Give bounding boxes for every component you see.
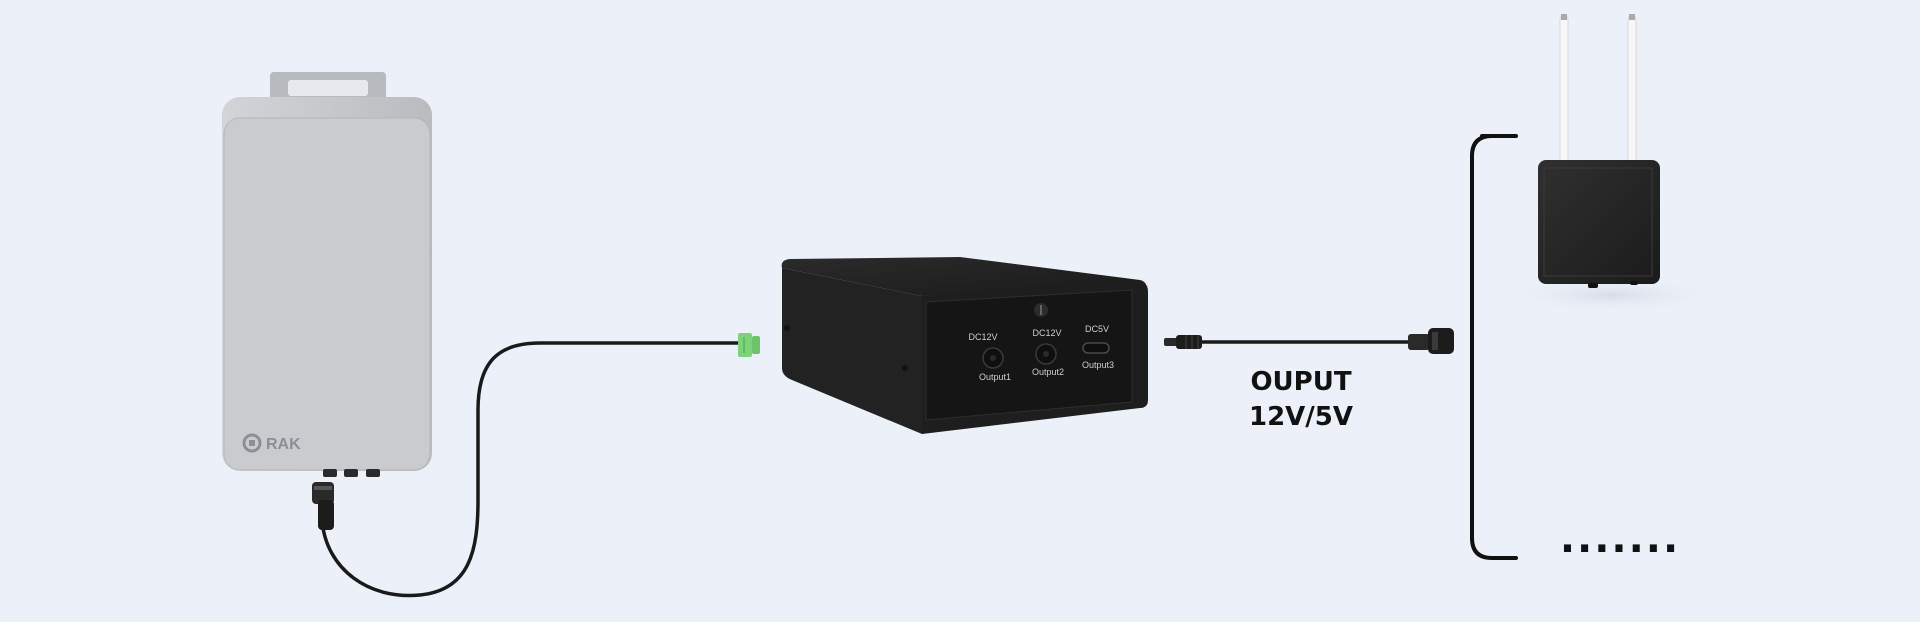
box-front-panel <box>925 289 1133 421</box>
target-device <box>1494 14 1730 315</box>
more-devices-ellipsis: ······· <box>1560 526 1680 572</box>
gateway-brand-label: RAK <box>266 436 301 453</box>
power-distribution-box: DC12V Output1 DC12V Output2 DC5V Output3 <box>781 257 1148 434</box>
output-label-line2: 12V/5V <box>1249 402 1353 432</box>
box-screw-front <box>902 365 908 371</box>
gateway-port-3 <box>366 469 380 477</box>
output-label-line1: OUPUT <box>1250 367 1351 397</box>
device-enclosure <box>1538 160 1660 284</box>
device-port-2 <box>1630 281 1638 285</box>
gateway-cable-connector <box>312 482 334 530</box>
antenna-right-tip <box>1629 14 1635 20</box>
port1-dc-jack-pin <box>990 355 996 361</box>
box-ground-icon <box>1034 303 1048 317</box>
antenna-left-tip <box>1561 14 1567 20</box>
port1-top-label: DC12V <box>968 332 997 342</box>
device-front-edge <box>1543 167 1653 277</box>
rak-gateway: RAK <box>222 72 432 477</box>
green-terminal-connector <box>738 333 760 357</box>
port3-bottom-label: Output3 <box>1082 360 1114 370</box>
device-antenna-right <box>1627 15 1637 165</box>
port2-top-label: DC12V <box>1032 328 1061 338</box>
dc-barrel-plug <box>1164 335 1202 349</box>
box-screw-side <box>784 325 790 331</box>
gateway-front-panel <box>223 117 431 471</box>
gateway-port-2 <box>344 469 358 477</box>
device-group-bracket <box>1470 134 1518 560</box>
port1-bottom-label: Output1 <box>979 372 1011 382</box>
device-antenna-left <box>1559 15 1569 165</box>
gateway-port-1 <box>323 469 337 477</box>
port3-usb-c-port <box>1082 342 1110 354</box>
port2-bottom-label: Output2 <box>1032 367 1064 377</box>
port2-dc-jack-pin <box>1043 351 1049 357</box>
box-top-face <box>781 257 1147 296</box>
port3-top-label: DC5V <box>1085 324 1109 334</box>
output-cable-connector <box>1408 328 1454 354</box>
device-shadow <box>1494 275 1730 315</box>
gateway-handle-slot <box>288 80 368 96</box>
gateway-power-cable <box>320 341 740 598</box>
box-side-face <box>782 268 922 434</box>
rak-logo-icon <box>242 433 262 453</box>
device-port <box>1588 283 1598 288</box>
